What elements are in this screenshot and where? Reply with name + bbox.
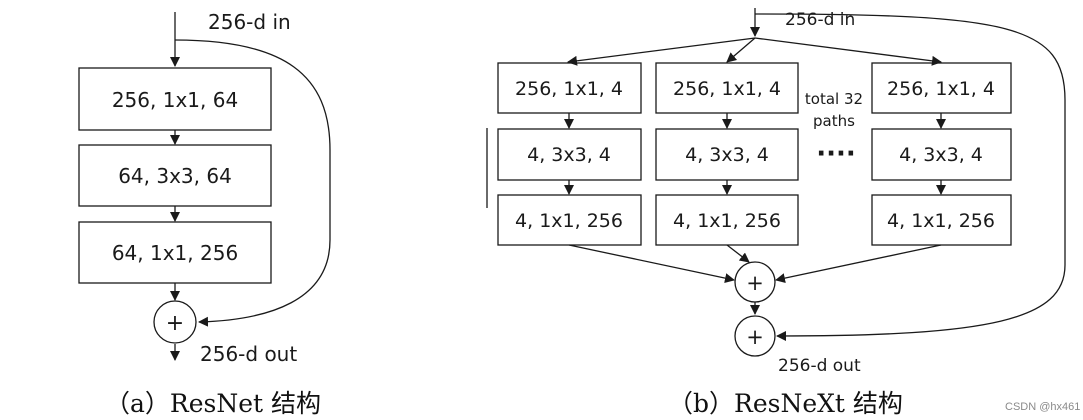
resnext-path-2-layer-3-label: 4, 1x1, 256 bbox=[673, 210, 781, 232]
resnet-layer-1-box bbox=[78, 67, 272, 131]
resnet-caption: （a）ResNet 结构 bbox=[105, 389, 321, 418]
watermark: CSDN @hx461 bbox=[1005, 401, 1080, 413]
resnet-layer-2-label: 64, 3x3, 64 bbox=[118, 164, 232, 188]
resnet-output-label: 256-d out bbox=[200, 342, 297, 366]
resnext-output-label: 256-d out bbox=[778, 356, 861, 376]
resnext-path-2-layer-2-box bbox=[655, 128, 799, 181]
resnet-diagram bbox=[78, 12, 331, 361]
resnext-caption: （b）ResNeXt 结构 bbox=[668, 389, 903, 418]
resnext-path-1-layer-1-label: 256, 1x1, 4 bbox=[515, 78, 623, 100]
resnext-total-paths-label-1: total 32 bbox=[805, 90, 863, 108]
resnet-layer-2-box bbox=[78, 144, 272, 207]
resnext-diagram bbox=[486, 8, 1066, 357]
resnext-path-3-layer-2-label: 4, 3x3, 4 bbox=[899, 144, 983, 166]
resnext-path-2-layer-1-label: 256, 1x1, 4 bbox=[673, 78, 781, 100]
resnext-path-1-layer-1-box bbox=[497, 62, 642, 114]
resnext-path-1-layer-2-label: 4, 3x3, 4 bbox=[527, 144, 611, 166]
resnext-path-2-layer-1-box bbox=[655, 62, 799, 114]
resnext-path-3-layer-3-label: 4, 1x1, 256 bbox=[887, 210, 995, 232]
resnext-sum-symbol-2: + bbox=[746, 325, 764, 349]
resnext-path-3-layer-2-box bbox=[871, 128, 1012, 181]
resnet-layer-3-label: 64, 1x1, 256 bbox=[112, 241, 238, 265]
resnext-ellipsis: ···· bbox=[816, 139, 856, 169]
resnext-sum-node-2 bbox=[734, 315, 776, 357]
resnext-path-3-layer-1-box bbox=[871, 62, 1012, 114]
resnext-input-label: 256-d in bbox=[785, 10, 855, 30]
resnet-layer-3-box bbox=[78, 221, 272, 284]
resnext-path-3-layer-1-label: 256, 1x1, 4 bbox=[887, 78, 995, 100]
resnext-path-1-layer-2-box bbox=[497, 128, 642, 181]
resnet-sum-node bbox=[153, 300, 197, 344]
resnext-path-3-layer-3-box bbox=[871, 194, 1012, 246]
resnet-sum-symbol: + bbox=[166, 311, 184, 336]
resnext-sum-symbol-1: + bbox=[746, 271, 764, 295]
resnext-total-paths-label-2: paths bbox=[813, 112, 855, 130]
resnet-layer-1-label: 256, 1x1, 64 bbox=[112, 88, 238, 112]
resnet-input-label: 256-d in bbox=[208, 10, 291, 34]
resnext-path-2-layer-2-label: 4, 3x3, 4 bbox=[685, 144, 769, 166]
resnext-path-1-layer-3-label: 4, 1x1, 256 bbox=[515, 210, 623, 232]
